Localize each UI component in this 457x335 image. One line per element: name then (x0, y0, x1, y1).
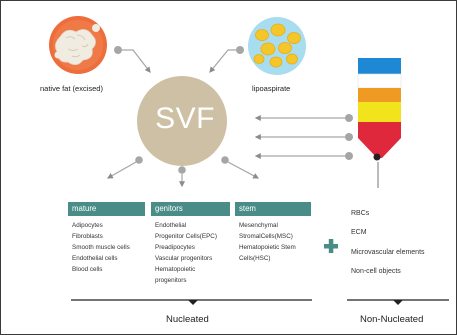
source-connectors (114, 46, 244, 73)
list-item: progenitors (155, 276, 187, 284)
list-item: Endothelial (155, 222, 187, 229)
column-stem: stem Mesenchymal StromalCells(MSC) Hemat… (235, 202, 311, 265)
nucleated-label: Nucleated (166, 314, 209, 325)
column-mature: mature Adipocytes Fibroblasts Smooth mus… (68, 202, 145, 276)
non-nucleated-label: Non-Nucleated (360, 314, 424, 325)
list-item: Progenitor Cells(EPC) (155, 232, 217, 240)
non-nucleated-bracket (347, 299, 449, 305)
plus-icon (324, 239, 338, 253)
list-item: Hematopoietic Stem (239, 243, 296, 251)
list-item: Endothelial cells (72, 254, 118, 262)
native-fat-image (49, 16, 107, 74)
list-item: Adipocytes (72, 222, 103, 229)
list-item: Preadipocytes (155, 243, 195, 251)
column-header-stem: stem (235, 202, 311, 216)
svf-label: SVF (155, 102, 215, 135)
list-item: Blood cells (72, 265, 103, 273)
list-item: ECM (351, 229, 367, 237)
list-item: Non-cell objects (351, 267, 401, 275)
list-item: Microvascular elements (351, 248, 425, 256)
column-header-genitors: genitors (151, 202, 230, 216)
list-item: Smooth muscle cells (72, 243, 130, 251)
list-item: Mesenchymal (239, 222, 278, 229)
lipoaspirate-image (248, 17, 306, 75)
native-fat-label: native fat (excised) (40, 84, 103, 93)
nucleated-bracket (71, 299, 312, 305)
column-list-stem: Mesenchymal StromalCells(MSC) Hematopoie… (239, 221, 311, 265)
list-item: Cells(HSC) (239, 254, 271, 262)
tube-connectors (254, 114, 353, 160)
list-item: StromalCells(MSC) (239, 232, 293, 240)
list-item: RBCs (351, 210, 370, 217)
non-nucleated-list: RBCs ECM Microvascular elements Non-cell… (351, 204, 425, 281)
list-item: Hematopoietic (155, 265, 196, 273)
column-header-mature: mature (68, 202, 145, 216)
list-item: Vascular progenitors (155, 254, 213, 262)
column-list-genitors: Endothelial Progenitor Cells(EPC) Preadi… (155, 221, 230, 286)
column-list-mature: Adipocytes Fibroblasts Smooth muscle cel… (72, 221, 145, 276)
lipoaspirate-label: lipoaspirate (252, 84, 291, 93)
test-tube (357, 58, 402, 161)
column-genitors: genitors Endothelial Progenitor Cells(EP… (151, 202, 230, 286)
svf-output-arrows (106, 156, 260, 188)
svf-circle (137, 76, 227, 166)
list-item: Fibroblasts (72, 232, 103, 240)
